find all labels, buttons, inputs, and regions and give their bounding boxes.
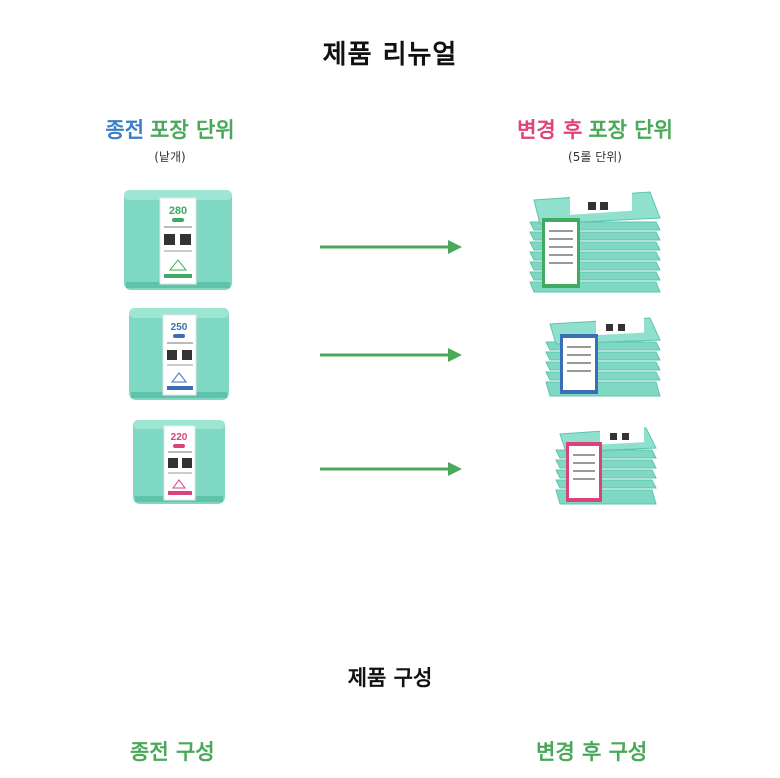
pack-size-label: 220	[171, 432, 188, 443]
bottom-label-changed: 변경 후 구성	[536, 740, 648, 764]
right-column-subtitle: (5롤 단위)	[568, 150, 622, 164]
pack-size-label: 280	[169, 205, 187, 217]
single-pack-220: 220	[133, 420, 225, 504]
single-pack-280: 280	[124, 190, 232, 290]
right-arrow	[320, 462, 462, 476]
left-column-subtitle: (낱개)	[154, 150, 186, 164]
section-title: 제품 구성	[347, 666, 433, 690]
right-heading-part2: 포장 단위	[588, 118, 673, 142]
pack-size-label: 250	[171, 322, 188, 333]
bottom-label-previous: 종전 구성	[130, 740, 215, 764]
left-heading-part1: 종전	[105, 118, 145, 142]
page-title: 제품 리뉴얼	[322, 40, 458, 70]
left-heading-part2: 포장 단위	[150, 118, 235, 142]
bundle-pack-250	[545, 316, 661, 397]
right-heading-part1: 변경 후	[517, 118, 583, 142]
single-pack-250: 250	[129, 308, 229, 400]
right-arrow	[320, 348, 462, 362]
bundle-pack-280	[529, 188, 661, 293]
right-arrow	[320, 240, 462, 254]
bundle-pack-220	[555, 426, 657, 505]
